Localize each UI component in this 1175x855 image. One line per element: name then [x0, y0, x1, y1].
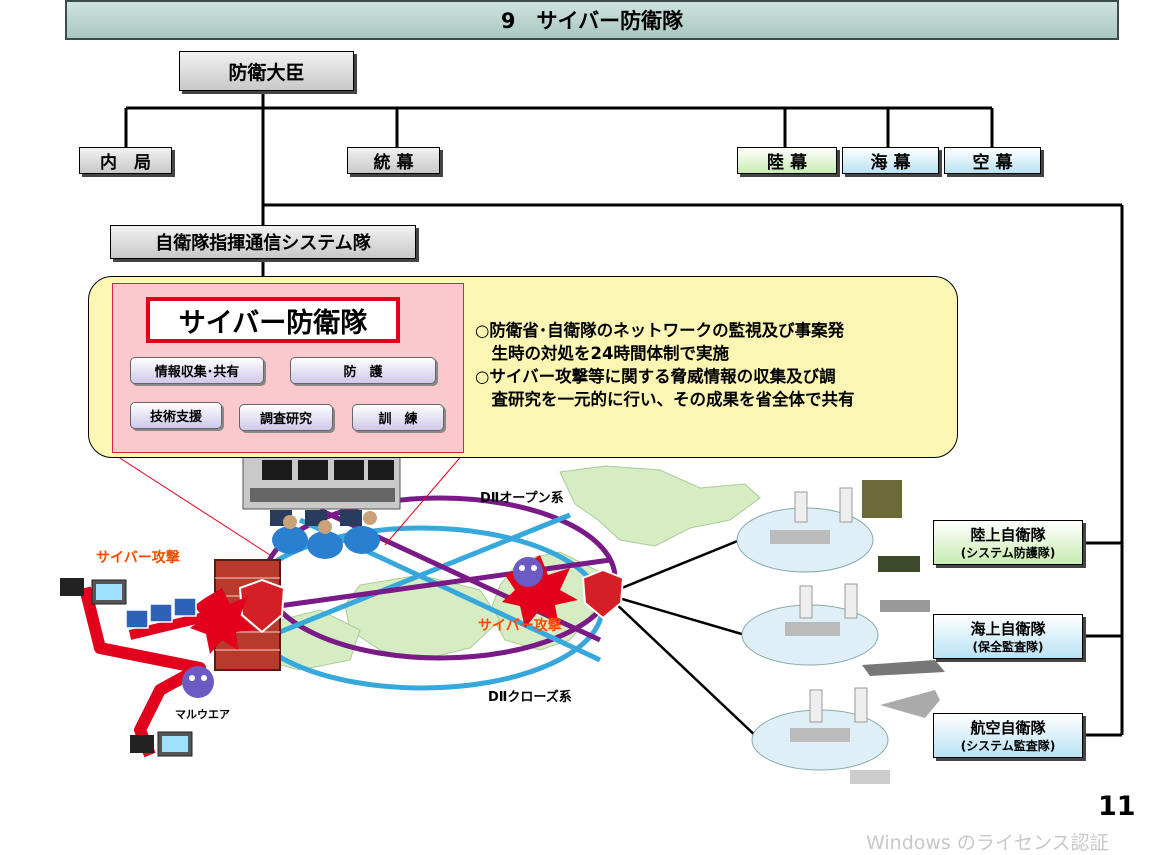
malware-icon: [513, 557, 543, 587]
malware-icon: [182, 666, 214, 698]
description-line: ○サイバー攻撃等に関する脅威情報の収集及び調: [475, 367, 836, 386]
air-facility-illustration: [751, 687, 940, 784]
cyber-unit-description: ○防衛省･自衛隊のネットワークの監視及び事案発 生時の対処を24時間体制で実施 …: [475, 319, 955, 411]
unit-name: 海上自衛隊: [970, 619, 1046, 638]
shield-icon: [238, 578, 286, 634]
comm-system-unit-box: 自衛隊指揮通信システム隊: [110, 225, 416, 259]
ground-sdf-unit-box: 陸上自衛隊 (システム防護隊): [933, 520, 1083, 565]
zoom-lines: [111, 452, 465, 556]
cyber-attack-label: サイバー攻撃: [478, 618, 562, 634]
description-line: ○防衛省･自衛隊のネットワークの監視及び事案発: [475, 321, 845, 340]
maritime-staff-box: 海 幕: [842, 147, 939, 174]
page-number: 11: [1098, 791, 1136, 822]
air-staff-box: 空 幕: [944, 147, 1041, 174]
org-connector-lines: [124, 90, 1124, 737]
unit-subname: (システム監査隊): [960, 738, 1056, 753]
unit-name: 航空自衛隊: [970, 718, 1046, 737]
function-training: 訓 練: [352, 404, 444, 431]
cyber-attack-label: サイバー攻撃: [96, 550, 180, 566]
ground-facility-illustration: [736, 480, 920, 573]
watermark-text: Windows のライセンス認証: [866, 832, 1109, 854]
joint-staff-box: 統 幕: [347, 147, 440, 174]
attacker-computer-icon: [60, 578, 127, 605]
mail-icons: [125, 597, 197, 629]
description-line: 査研究を一元的に行い、その成果を省全体で共有: [475, 390, 855, 409]
attacker-computer-icon: [130, 731, 193, 757]
function-research: 調査研究: [239, 404, 333, 431]
attack-burst-icon: [190, 588, 256, 654]
page-title: 9 サイバー防衛隊: [65, 0, 1119, 40]
malware-label: マルウエア: [175, 708, 230, 721]
shield-icon: [581, 568, 625, 620]
function-tech-support: 技術支援: [130, 402, 222, 429]
minister-box: 防衛大臣: [179, 51, 354, 91]
operations-room-illustration: [242, 453, 401, 559]
internal-bureau-box: 内 局: [79, 147, 172, 174]
ground-staff-box: 陸 幕: [737, 147, 837, 174]
maritime-sdf-unit-box: 海上自衛隊 (保全監査隊): [933, 614, 1083, 659]
attack-path: [79, 586, 206, 758]
function-info-sharing: 情報収集･共有: [130, 357, 264, 384]
unit-name: 陸上自衛隊: [970, 525, 1046, 544]
closed-network-label: DⅡクローズ系: [488, 690, 572, 705]
function-protection: 防 護: [290, 357, 436, 384]
facility-links: [611, 538, 761, 741]
unit-subname: (保全監査隊): [972, 639, 1044, 654]
open-network-label: DⅡオープン系: [480, 491, 564, 506]
air-sdf-unit-box: 航空自衛隊 (システム監査隊): [933, 713, 1083, 758]
description-line: 生時の対処を24時間体制で実施: [475, 344, 729, 363]
cyber-unit-name: サイバー防衛隊: [146, 297, 400, 343]
maritime-facility-illustration: [741, 583, 945, 676]
unit-subname: (システム防護隊): [960, 545, 1056, 560]
